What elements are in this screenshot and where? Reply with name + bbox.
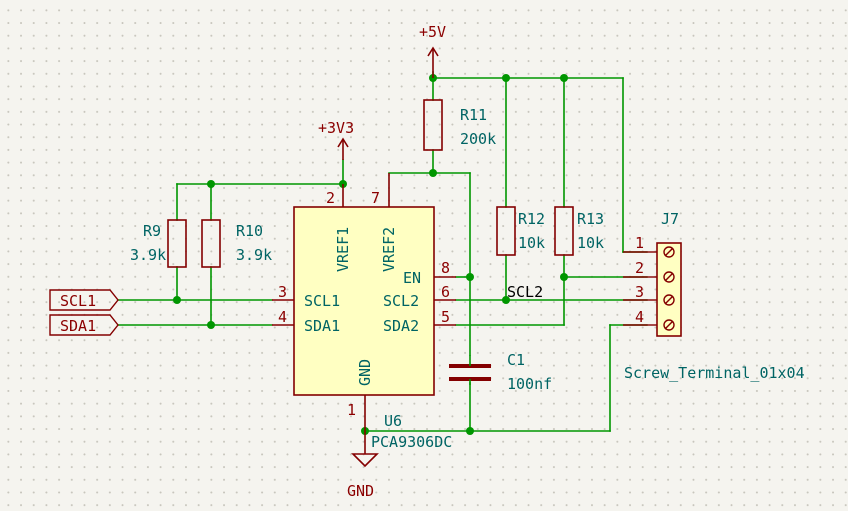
power-5v[interactable] <box>427 46 439 78</box>
junction-dot <box>560 74 568 82</box>
r12-value: 10k <box>518 234 545 252</box>
pin-scl2-num: 6 <box>441 283 450 301</box>
global-label-scl1-text: SCL1 <box>60 292 96 310</box>
junction-dot <box>207 321 215 329</box>
ic-u6[interactable] <box>272 173 456 431</box>
junction-dot <box>466 273 474 281</box>
screw-terminal-icon <box>663 271 675 283</box>
pin-vref2-num: 7 <box>371 189 380 207</box>
pin-scl1-num: 3 <box>278 283 287 301</box>
j7-pin-2: 2 <box>635 259 644 277</box>
u6-ref: U6 <box>384 412 402 430</box>
junction-dot <box>173 296 181 304</box>
connector-j7[interactable] <box>647 242 682 337</box>
r11-value: 200k <box>460 130 496 148</box>
pin-sda2-num: 5 <box>441 308 450 326</box>
junctions <box>173 74 568 435</box>
junction-dot <box>502 296 510 304</box>
pin-vref2-name: VREF2 <box>380 227 398 272</box>
resistor-r13[interactable] <box>554 206 574 256</box>
pin-gnd-num: 1 <box>347 401 356 419</box>
r13-ref: R13 <box>577 210 604 228</box>
power-gnd[interactable] <box>351 431 379 468</box>
c1-ref: C1 <box>507 351 525 369</box>
j7-pin-leads <box>623 251 647 326</box>
r9-ref: R9 <box>143 222 161 240</box>
capacitor-c1[interactable] <box>449 364 491 381</box>
screw-terminal-icon <box>663 246 675 258</box>
r12-ref: R12 <box>518 210 545 228</box>
j7-ref: J7 <box>661 210 679 228</box>
pin-sda2-name: SDA2 <box>383 317 419 335</box>
screw-terminal-icon <box>663 294 675 306</box>
j7-pin-1: 1 <box>635 234 644 252</box>
junction-dot <box>207 180 215 188</box>
global-label-scl1[interactable] <box>49 289 119 311</box>
r11-ref: R11 <box>460 106 487 124</box>
r10-value: 3.9k <box>236 246 272 264</box>
junction-dot <box>560 273 568 281</box>
resistor-r12[interactable] <box>496 206 516 256</box>
pin-scl1-name: SCL1 <box>304 292 340 310</box>
junction-dot <box>466 427 474 435</box>
power-3v3[interactable] <box>337 137 349 160</box>
global-label-sda1[interactable] <box>49 314 119 336</box>
pin-vref1-num: 2 <box>326 189 335 207</box>
resistor-r9[interactable] <box>167 219 187 268</box>
r13-value: 10k <box>577 234 604 252</box>
pin-gnd-name: GND <box>356 359 374 386</box>
pin-sda1-num: 4 <box>278 308 287 326</box>
screw-terminal-icon <box>663 319 675 331</box>
junction-dot <box>502 74 510 82</box>
global-label-sda1-text: SDA1 <box>60 317 96 335</box>
j7-value: Screw_Terminal_01x04 <box>624 364 805 382</box>
u6-value: PCA9306DC <box>371 433 452 451</box>
r10-ref: R10 <box>236 222 263 240</box>
power-5v-label: +5V <box>419 23 446 41</box>
r9-value: 3.9k <box>130 246 166 264</box>
pin-scl2-name: SCL2 <box>383 292 419 310</box>
pin-en-name: EN <box>403 269 421 287</box>
net-label-scl2[interactable]: SCL2 <box>507 283 543 301</box>
j7-pin-3: 3 <box>635 283 644 301</box>
c1-value: 100nf <box>507 375 552 393</box>
resistor-r10[interactable] <box>201 219 221 268</box>
j7-pin-4: 4 <box>635 308 644 326</box>
junction-dot <box>429 169 437 177</box>
pin-sda1-name: SDA1 <box>304 317 340 335</box>
power-3v3-label: +3V3 <box>318 119 354 137</box>
pin-vref1-name: VREF1 <box>334 227 352 272</box>
resistor-r11[interactable] <box>423 99 443 151</box>
power-gnd-label: GND <box>347 482 374 500</box>
pin-en-num: 8 <box>441 259 450 277</box>
